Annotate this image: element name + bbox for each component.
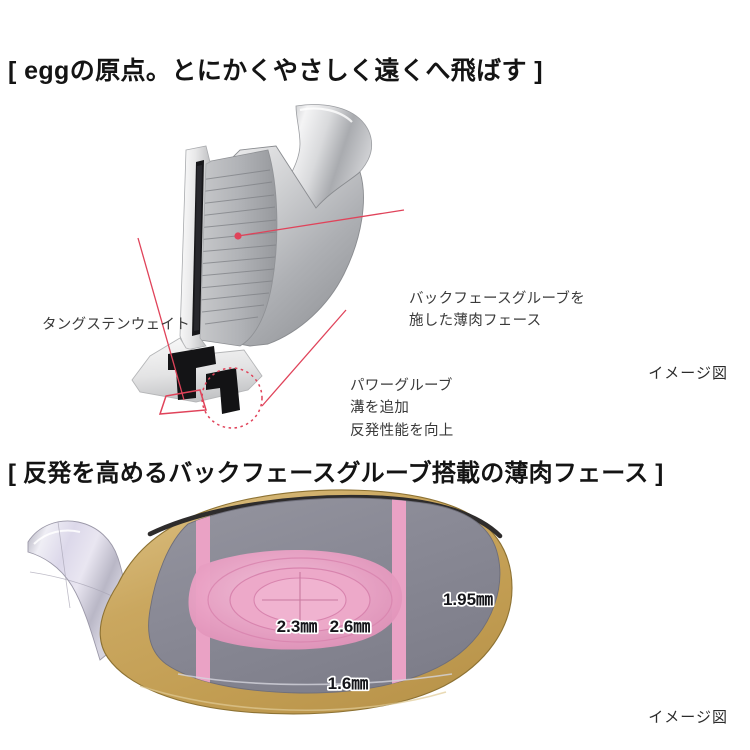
annotation-tungsten-weight: タングステンウェイト xyxy=(42,314,190,336)
face-thickness-figure: 2.3㎜ 2.6㎜ 1.95㎜ 1.6㎜ xyxy=(0,488,750,738)
topline-edge xyxy=(147,494,503,539)
figure-caption-2: イメージ図 xyxy=(648,709,728,726)
sole-inner-line xyxy=(177,673,453,686)
hosel-highlight-2 xyxy=(33,529,81,545)
thickness-contour-1 xyxy=(207,557,393,643)
back-face-panel xyxy=(195,149,278,347)
hosel-seam-lines xyxy=(29,521,113,609)
annotation-line: 施した薄肉フェース xyxy=(409,313,542,330)
dimension-label-2-6mm: 2.6㎜ xyxy=(330,617,371,636)
annotation-power-groove: パワーグルーブ 溝を追加 反発性能を向上 xyxy=(350,375,454,442)
iron-cross-section-figure: タングステンウェイト バックフェースグルーブを 施した薄肉フェース パワーグルー… xyxy=(0,88,750,439)
leader-line-power-groove xyxy=(261,309,347,407)
leader-line-backface xyxy=(237,209,405,237)
annotation-backface-groove: バックフェースグルーブを 施した薄肉フェース xyxy=(409,288,585,333)
power-groove-cavity xyxy=(206,368,240,414)
annotation-line: 溝を追加 xyxy=(350,400,410,417)
section-heading-origin: [ eggの原点。とにかくやさしく遠くへ飛ばす ] xyxy=(8,56,543,85)
tungsten-weight-outline xyxy=(158,389,207,415)
annotation-line: パワーグルーブ xyxy=(350,378,453,394)
annotation-line: 反発性能を向上 xyxy=(350,422,454,439)
annotation-line: バックフェースグルーブを xyxy=(409,291,586,307)
figure-caption-1: イメージ図 xyxy=(648,365,728,382)
face-thickness-illustration: 2.3㎜ 2.6㎜ 1.95㎜ 1.6㎜ xyxy=(27,489,513,715)
sole-edge-highlight xyxy=(139,685,447,712)
power-groove-highlight-circle xyxy=(201,367,263,429)
dimension-label-1-6mm: 1.6㎜ xyxy=(328,674,369,693)
backface-groove-inner xyxy=(194,165,202,331)
dimension-label-1-95mm: 1.95㎜ xyxy=(443,590,493,609)
leader-line-tungsten xyxy=(137,237,185,401)
dimension-label-2-3mm: 2.3㎜ xyxy=(277,617,318,636)
section-heading-thin-face: [ 反発を高めるバックフェースグルーブ搭載の薄肉フェース ] xyxy=(8,459,664,487)
iron-cross-section-illustration xyxy=(131,104,405,429)
hosel-highlight xyxy=(299,107,353,123)
thickness-zones xyxy=(188,498,406,694)
annotation-line: タングステンウェイト xyxy=(42,317,190,333)
leader-dot-backface xyxy=(234,232,242,240)
